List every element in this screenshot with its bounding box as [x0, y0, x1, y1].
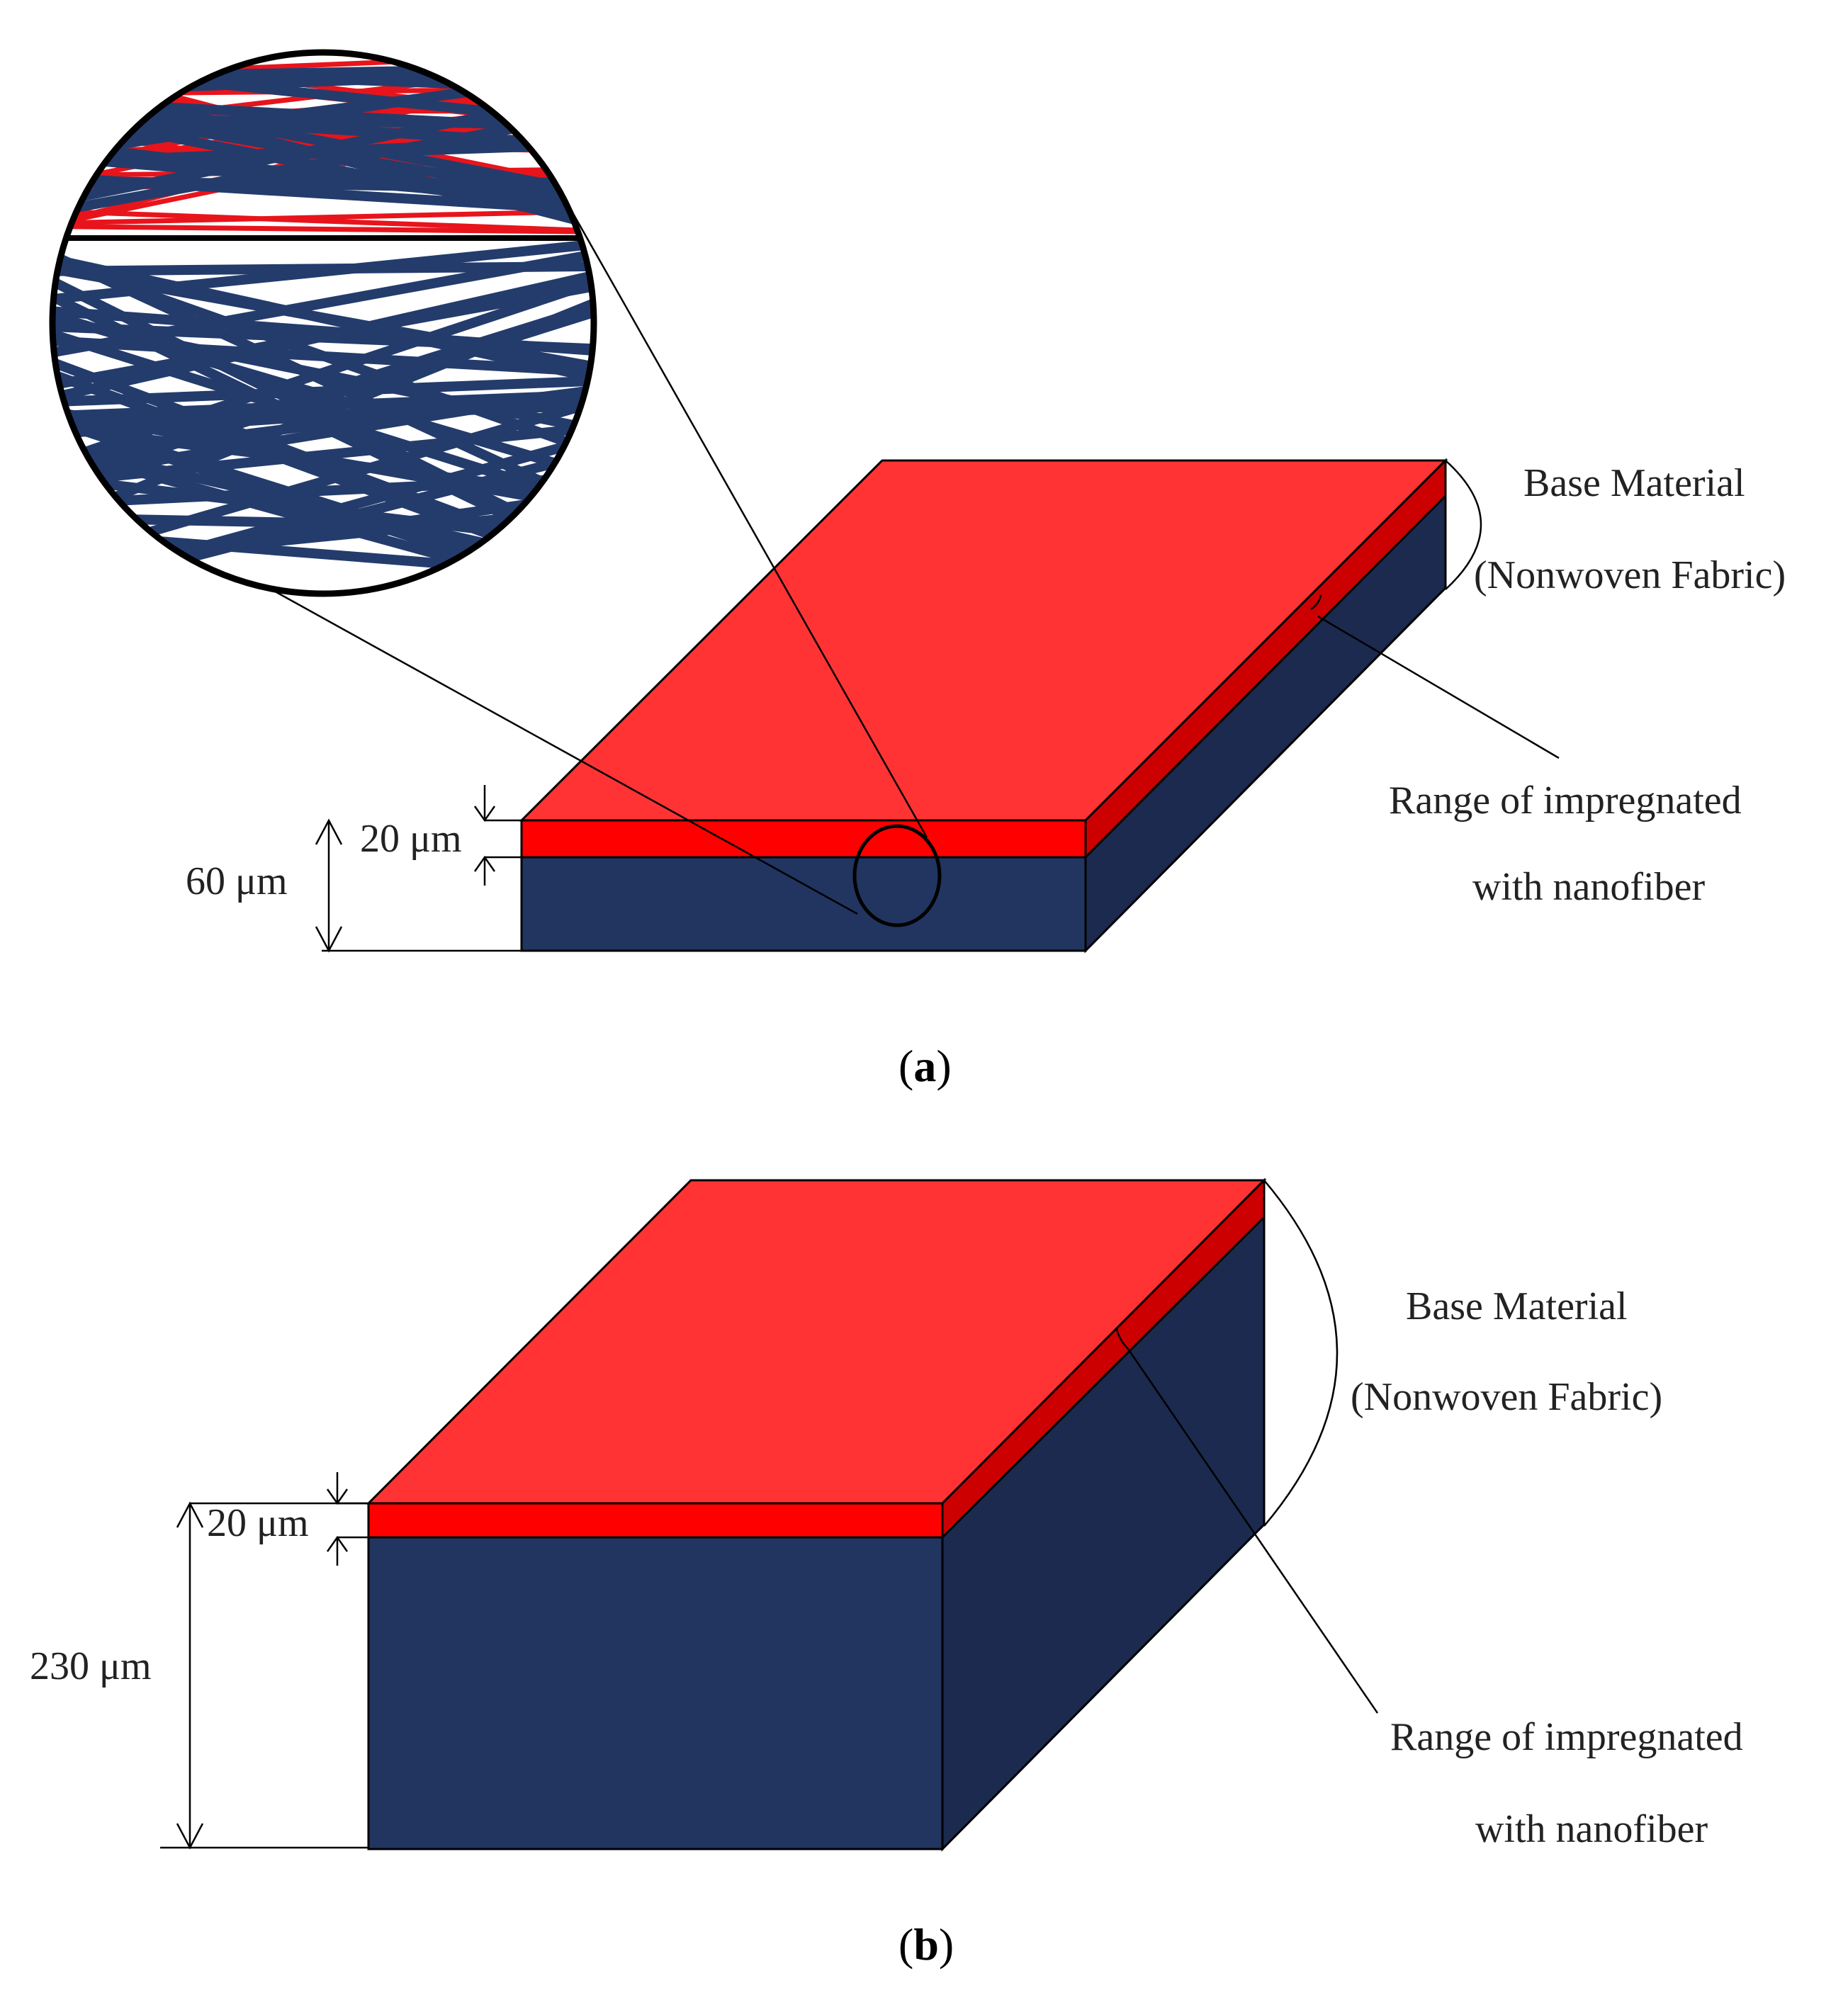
range-label-a-line1: Range of impregnated	[1389, 779, 1742, 823]
nanofiber-strand	[52, 208, 594, 227]
fabric-strand	[52, 512, 594, 534]
fabric-strand	[52, 62, 594, 83]
magnifier-circle	[49, 49, 597, 597]
dimension-total-a	[315, 818, 522, 953]
fabric-strand	[52, 149, 594, 210]
nonwoven-fabric-label-a: (Nonwoven Fabric)	[1474, 553, 1786, 597]
fabric-strand	[52, 419, 594, 490]
caption-b: (b)	[898, 1919, 954, 1969]
block-a	[519, 458, 1448, 954]
fabric-strand	[52, 264, 594, 408]
dimension-top-label-a: 20 μm	[360, 817, 462, 861]
dimension-total-label-a: 60 μm	[186, 859, 288, 903]
range-pointer-b	[1115, 1328, 1379, 1714]
range-label-a-line2: with nanofiber	[1472, 865, 1705, 909]
nanofiber-strand	[52, 223, 594, 235]
fabric-strand	[52, 303, 594, 488]
nanofiber-strand	[52, 208, 594, 234]
dimension-total-label-b: 230 μm	[30, 1644, 152, 1688]
dimension-top-a	[473, 785, 522, 886]
base-material-label-a: Base Material	[1523, 461, 1745, 505]
fabric-strand	[52, 381, 594, 467]
base-material-bracket-a	[1445, 460, 1482, 590]
panel-a: Base Material (Nonwoven Fabric) Range of…	[49, 49, 1786, 1091]
dimension-top-b	[326, 1472, 368, 1566]
range-pointer-a	[1310, 594, 1560, 759]
nonwoven-fabric-label-b: (Nonwoven Fabric)	[1351, 1375, 1662, 1419]
zoom-target-circle	[852, 824, 942, 927]
base-material-label-b: Base Material	[1406, 1284, 1628, 1328]
base-material-bracket-b	[1263, 1180, 1339, 1527]
caption-a: (a)	[898, 1041, 952, 1091]
block-b-front-fabric	[367, 1536, 944, 1850]
dimension-top-label-b: 20 μm	[207, 1501, 309, 1545]
range-label-b-line2: with nanofiber	[1475, 1807, 1708, 1851]
block-b	[366, 1177, 1267, 1852]
zoom-line-lower	[263, 584, 858, 915]
range-label-b-line1: Range of impregnated	[1390, 1715, 1743, 1759]
block-a-front-fabric	[520, 856, 1087, 952]
nonwoven-fabric-fibers	[52, 52, 594, 594]
fabric-strand	[52, 249, 594, 390]
fabric-strand	[52, 171, 594, 217]
zoom-line-upper	[571, 212, 928, 838]
block-a-front-nanofiber	[520, 819, 1087, 859]
dimension-total-b	[160, 1501, 368, 1850]
panel-b: Base Material (Nonwoven Fabric) Range of…	[30, 1177, 1743, 1969]
block-b-front-nanofiber	[367, 1502, 944, 1539]
